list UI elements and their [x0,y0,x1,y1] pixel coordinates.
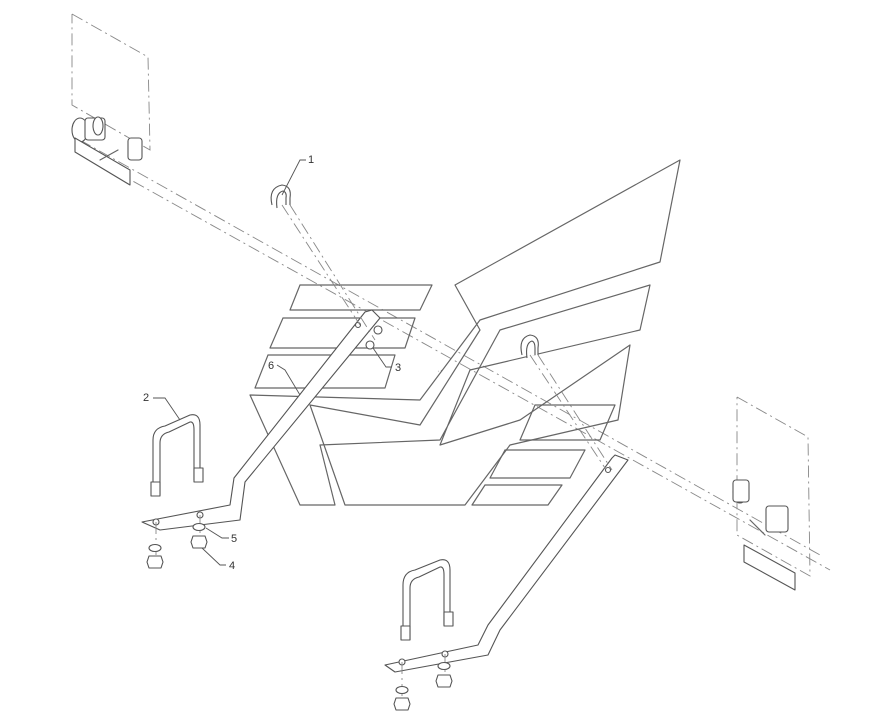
axle-centerline [79,139,831,571]
chevron-logo-outline [249,159,681,506]
callout-2: 2 [143,392,149,404]
callout-6: 6 [268,360,274,372]
left-u-bolt [150,414,204,497]
callout-5: 5 [231,533,237,545]
nuts-and-washers: .. [146,325,453,711]
right-u-bolt [400,559,454,641]
right-mudflap-outline [736,396,811,577]
small-u-bolt-left [270,184,291,209]
callout-leaders [153,159,392,566]
callout-3: 3 [395,362,401,374]
assembly-lines [155,204,613,700]
svg-text:..: .. [436,366,444,374]
callout-1: 1 [308,154,314,166]
right-hub-assembly [732,479,796,591]
left-hub-assembly [71,116,143,186]
left-mudflap-outline [71,13,151,151]
right-support-bracket [384,454,629,673]
callout-4: 4 [229,560,235,572]
small-u-bolt-right [520,334,539,359]
